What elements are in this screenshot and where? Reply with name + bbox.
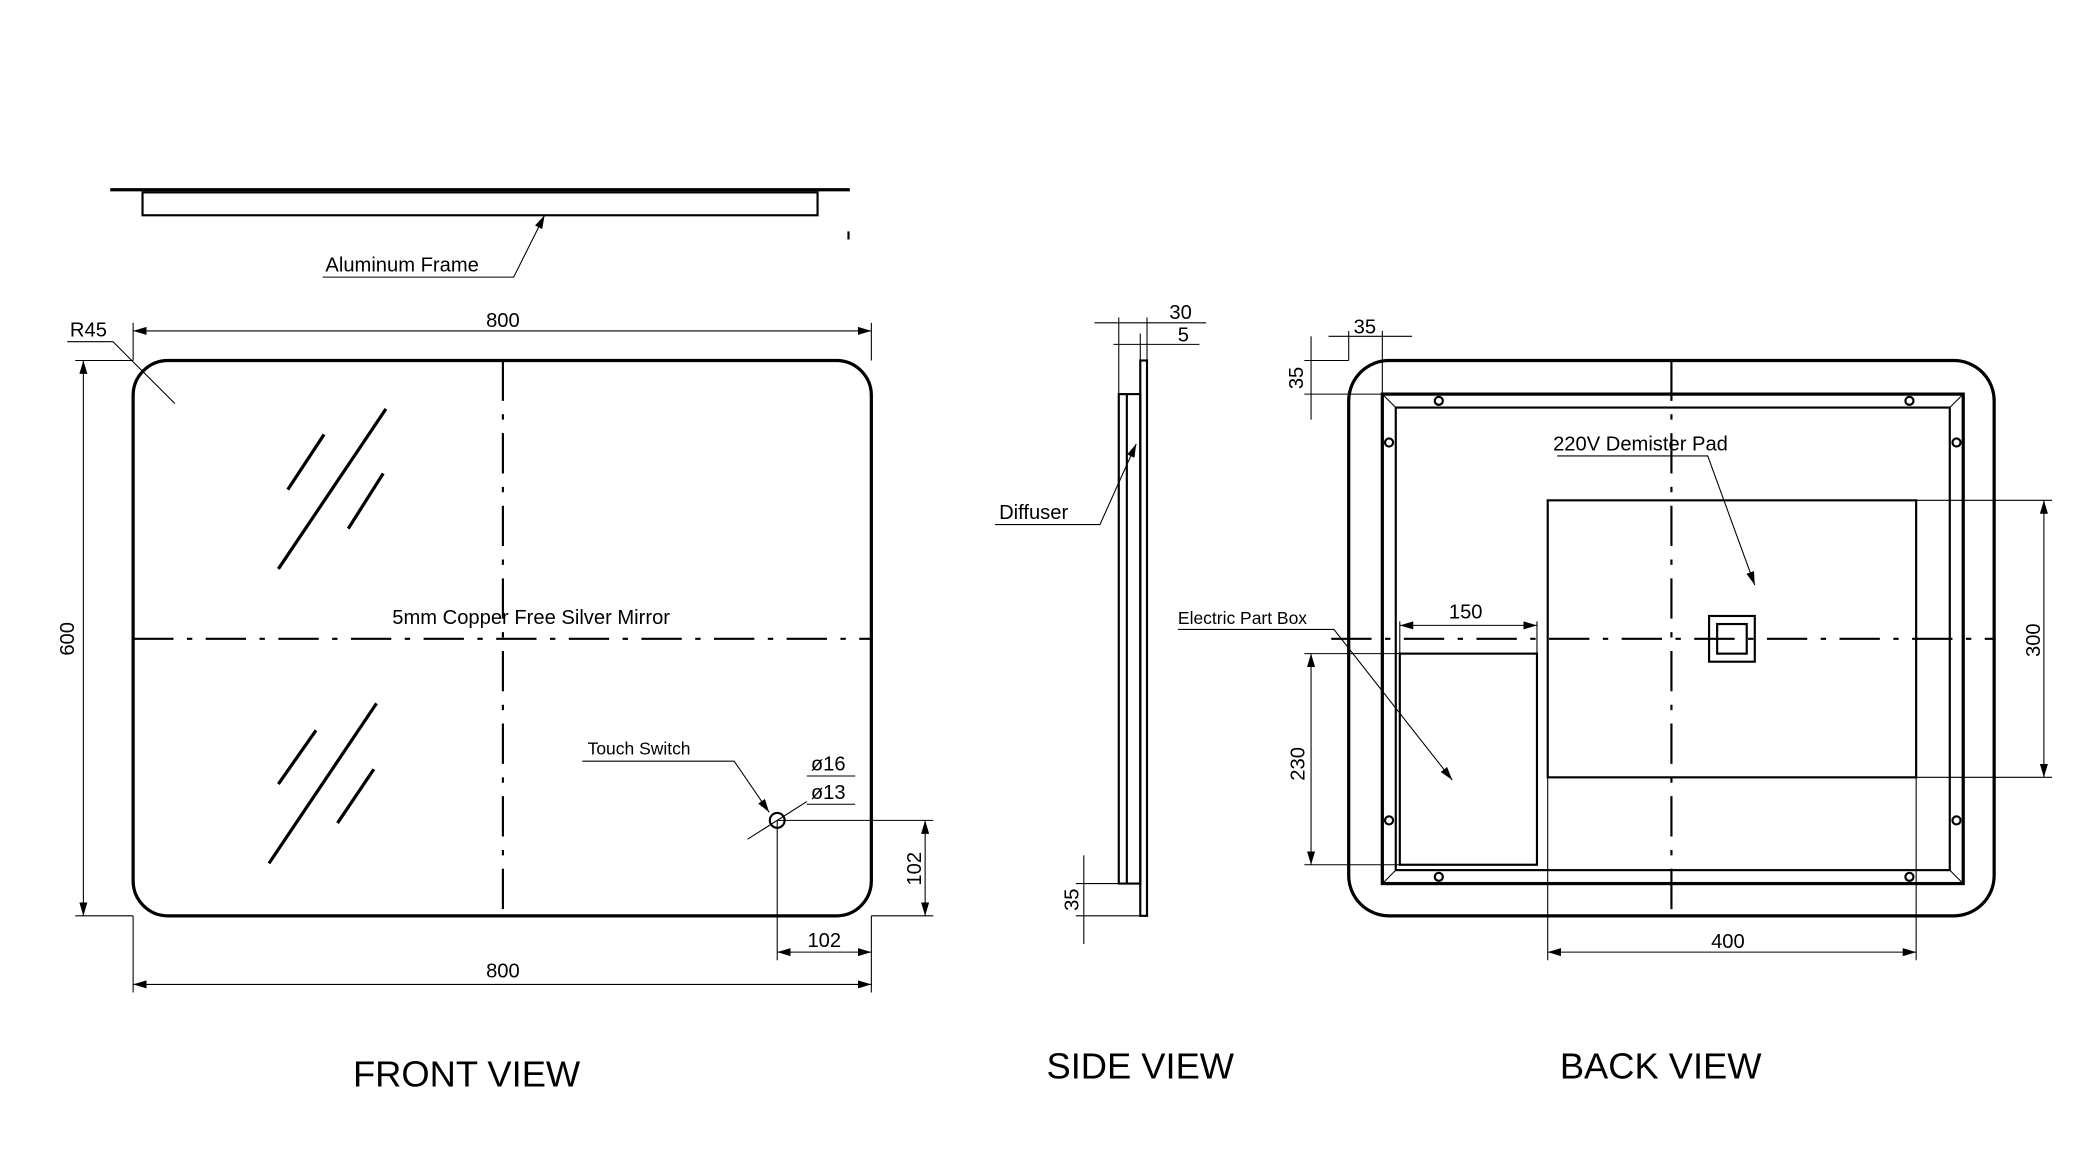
- side-view-title: SIDE VIEW: [1046, 1046, 1234, 1087]
- dim-front-height: 600: [57, 622, 79, 656]
- glare-lines: [267, 407, 388, 865]
- touch-switch-label: Touch Switch: [588, 738, 691, 758]
- dia-inner-label: ø13: [811, 782, 846, 804]
- dim-back-inset-x: 35: [1354, 317, 1376, 339]
- radius-label: R45: [70, 319, 107, 341]
- back-view-title: BACK VIEW: [1560, 1046, 1762, 1087]
- dim-front-width-top: 800: [486, 310, 520, 332]
- dim-box-height: 230: [1287, 747, 1309, 781]
- demister-pad: [1546, 499, 1918, 779]
- aluminum-frame-label: Aluminum Frame: [325, 255, 478, 277]
- dim-box-width: 150: [1449, 602, 1483, 624]
- mirror-label: 5mm Copper Free Silver Mirror: [392, 607, 670, 629]
- keyhole-icons: [1383, 395, 1962, 882]
- dim-side-inset: 35: [1061, 888, 1083, 910]
- dim-switch-right: 102: [807, 930, 841, 952]
- front-view: 5mm Copper Free Silver Mirror 800 R45 60…: [57, 310, 934, 1095]
- dim-front-width-bottom: 800: [486, 961, 520, 983]
- dim-side-depth: 30: [1169, 302, 1191, 324]
- dim-pad-height: 300: [2023, 623, 2045, 657]
- electric-box-label: Electric Part Box: [1178, 608, 1307, 628]
- dim-switch-bottom: 102: [904, 852, 926, 886]
- electric-part-box: [1398, 652, 1539, 866]
- dim-back-inset-y: 35: [1286, 367, 1308, 389]
- back-view: 220V Demister Pad Electric Part Box 35 3…: [1178, 317, 2052, 1087]
- top-view: Aluminum Frame: [110, 188, 850, 278]
- switch-box-icon: [1708, 614, 1756, 663]
- dim-side-glass: 5: [1178, 325, 1189, 347]
- front-view-title: FRONT VIEW: [353, 1054, 581, 1095]
- diffuser-label: Diffuser: [999, 502, 1068, 524]
- side-view: 30 5 Diffuser 35 SIDE VIEW: [995, 302, 1235, 1087]
- dim-pad-width: 400: [1711, 931, 1745, 953]
- demister-pad-label: 220V Demister Pad: [1553, 434, 1728, 456]
- dia-outer-label: ø16: [811, 754, 846, 776]
